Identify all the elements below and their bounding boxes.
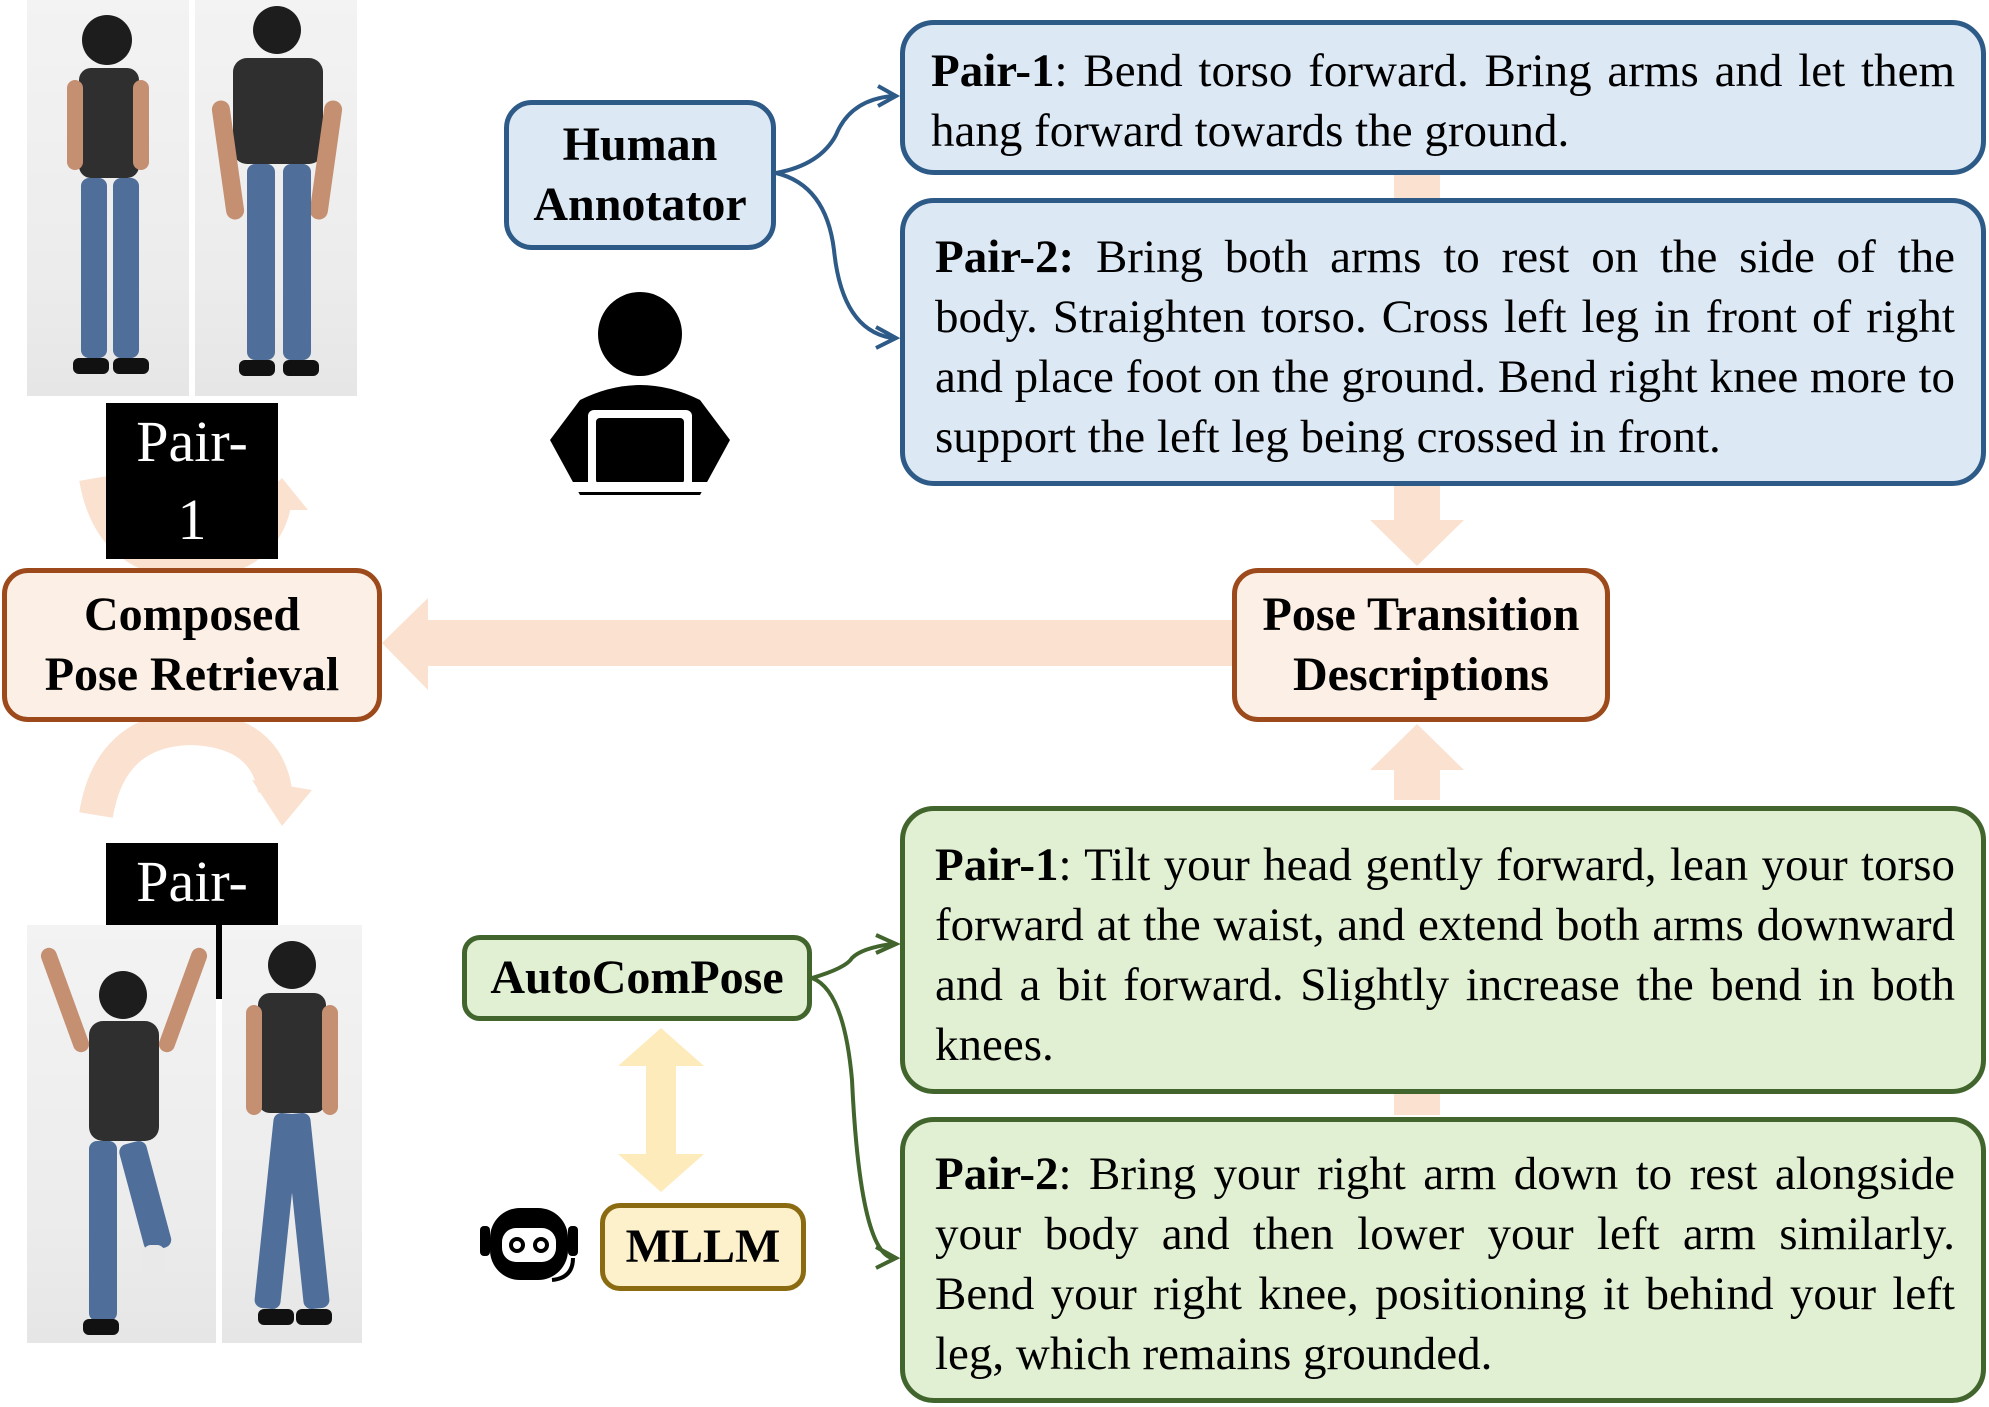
pair1-label: Pair-1 — [106, 403, 278, 559]
human-description-pair2: Pair-2: Bring both arms to rest on the s… — [900, 198, 1986, 486]
composed-pose-retrieval-line1: Composed — [83, 588, 301, 641]
horizontal-arrow-head — [382, 598, 428, 690]
annotator-to-pair1-connector — [775, 94, 893, 175]
auto-pair1-label: Pair-1 — [935, 839, 1059, 891]
autocompose-to-pair2-arrowhead — [875, 1245, 901, 1270]
composed-pose-retrieval-node: Composed Pose Retrieval — [2, 568, 382, 722]
annotator-to-pair2-connector — [775, 171, 893, 340]
down-arrow-to-pose-transition — [1370, 520, 1464, 566]
auto-description-pair2: Pair-2: Bring your right arm down to res… — [900, 1117, 1986, 1403]
human-annotator-line2: Annotator — [533, 178, 747, 231]
auto-pair2-text: Bring your right arm down to rest alongs… — [935, 1148, 1955, 1380]
pair2-curve-head — [252, 780, 312, 826]
backbone-lower — [1394, 770, 1440, 800]
human-pair2-text: Bring both arms to rest on the side of t… — [935, 231, 1955, 463]
autocompose-label: AutoComPose — [490, 951, 784, 1004]
auto-pair1-text: Tilt your head gently forward, lean your… — [935, 839, 1955, 1071]
autocompose-node: AutoComPose — [462, 935, 812, 1021]
pair1-photo-strip — [27, 0, 357, 396]
human-annotator-node: Human Annotator — [504, 100, 776, 250]
composed-pose-retrieval-line2: Pose Retrieval — [44, 648, 340, 701]
mllm-arrow-shaft — [646, 1060, 676, 1160]
horizontal-arrow-shaft — [420, 620, 1232, 666]
mllm-arrow-down-head — [618, 1154, 704, 1192]
autocompose-to-pair1-arrowhead — [875, 933, 901, 955]
auto-pair1-sep: : — [1058, 839, 1072, 891]
auto-description-pair1: Pair-1: Tilt your head gently forward, l… — [900, 806, 1986, 1094]
auto-pair2-sep: : — [1058, 1148, 1072, 1200]
autocompose-to-pair1-connector — [811, 942, 893, 980]
human-description-pair1: Pair-1: Bend torso forward. Bring arms a… — [900, 20, 1986, 175]
pair2-target-photo — [222, 925, 362, 1343]
human-pair1-label: Pair-1 — [931, 45, 1055, 97]
pair2-photo-strip — [27, 925, 362, 1343]
pose-transition-descriptions-node: Pose Transition Descriptions — [1232, 568, 1610, 722]
auto-pair2-label: Pair-2 — [935, 1148, 1059, 1200]
pair1-target-photo — [195, 0, 357, 396]
mllm-arrow-up-head — [618, 1028, 704, 1066]
pair2-source-photo — [27, 925, 216, 1343]
pose-transition-line1: Pose Transition — [1262, 588, 1580, 641]
pair1-source-photo — [27, 0, 189, 396]
human-annotator-line1: Human — [562, 118, 718, 171]
up-arrow-to-pose-transition — [1370, 724, 1464, 770]
pose-transition-line2: Descriptions — [1293, 648, 1549, 701]
mllm-label: MLLM — [625, 1220, 781, 1273]
human-pair1-text: Bend torso forward. Bring arms and let t… — [931, 45, 1955, 157]
annotator-to-pair2-arrowhead — [875, 325, 901, 350]
autocompose-to-pair2-connector — [811, 976, 893, 1260]
mllm-node: MLLM — [600, 1203, 806, 1291]
person-laptop-icon — [550, 292, 730, 495]
annotator-to-pair1-arrowhead — [877, 84, 901, 108]
human-pair1-sep: : — [1054, 45, 1068, 97]
robot-icon — [480, 1208, 578, 1282]
pair2-curve-arrow — [79, 710, 292, 819]
human-pair2-label: Pair-2: — [935, 231, 1075, 283]
